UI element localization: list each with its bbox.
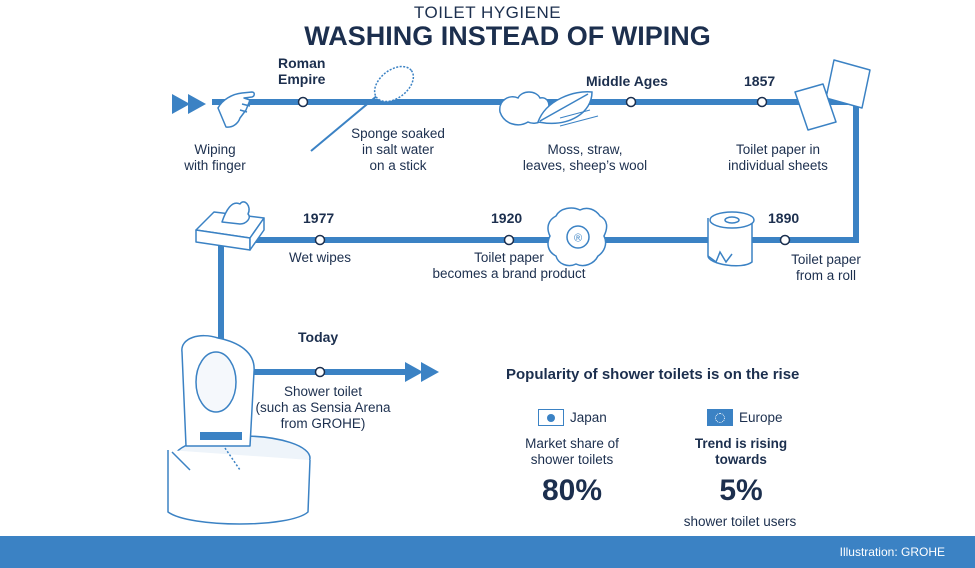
brand-roll-icon: ®: [547, 207, 608, 267]
marker-today: [314, 366, 326, 378]
footer-credit: Illustration: GROHE: [839, 545, 945, 559]
footer-bar: [0, 536, 975, 568]
legend-japan: Japan: [538, 409, 607, 426]
legend-europe: Europe: [707, 409, 783, 426]
japan-value: 80%: [541, 474, 603, 507]
europe-flag-icon: [707, 409, 733, 426]
japan-flag-icon: [538, 409, 564, 426]
label-1857: Toilet paper in individual sheets: [728, 142, 828, 173]
label-1920: Toilet paper becomes a brand product: [432, 250, 586, 281]
year-roman-empire: Roman Empire: [278, 55, 326, 87]
marker-middle-ages: [625, 96, 637, 108]
label-1890: Toilet paper from a roll: [791, 252, 861, 283]
kicker: TOILET HYGIENE: [413, 3, 562, 22]
europe-sub: shower toilet users: [683, 514, 797, 529]
start-arrow-icon: [172, 94, 206, 114]
japan-desc: Market share of shower toilets: [525, 436, 619, 467]
label-sponge: Sponge soaked in salt water on a stick: [351, 126, 445, 173]
label-1977: Wet wipes: [288, 250, 352, 265]
japan-label: Japan: [570, 410, 607, 425]
europe-label: Europe: [739, 410, 783, 425]
moss-leaf-icon: [499, 91, 599, 127]
toilet-roll-icon: [707, 211, 755, 267]
year-middle-ages: Middle Ages: [586, 73, 668, 89]
europe-desc: Trend is rising towards: [694, 436, 788, 467]
svg-text:®: ®: [574, 233, 582, 245]
page-title: WASHING INSTEAD OF WIPING: [304, 21, 711, 51]
europe-value: 5%: [719, 474, 763, 507]
year-1890: 1890: [768, 210, 800, 226]
wet-wipes-icon: [195, 201, 265, 251]
marker-1890: [779, 234, 791, 246]
sponge-stick-icon: [310, 65, 415, 152]
marker-1857: [756, 96, 768, 108]
year-1920: 1920: [491, 210, 523, 226]
year-1857: 1857: [744, 73, 776, 89]
label-moss: Moss, straw, leaves, sheep’s wool: [522, 142, 648, 173]
label-wiping: Wiping with finger: [184, 142, 246, 173]
year-today: Today: [298, 329, 339, 345]
shower-toilet-icon: [167, 334, 311, 525]
marker-roman-empire: [297, 96, 309, 108]
marker-1920: [503, 234, 515, 246]
year-1977: 1977: [303, 210, 335, 226]
popularity-title: Popularity of shower toilets is on the r…: [506, 366, 800, 383]
marker-1977: [314, 234, 326, 246]
hand-icon: [217, 91, 255, 128]
end-arrow-icon: [405, 362, 439, 382]
paper-sheets-icon: [794, 59, 871, 131]
label-shower-toilet: Shower toilet (such as Sensia Arena from…: [255, 384, 391, 431]
